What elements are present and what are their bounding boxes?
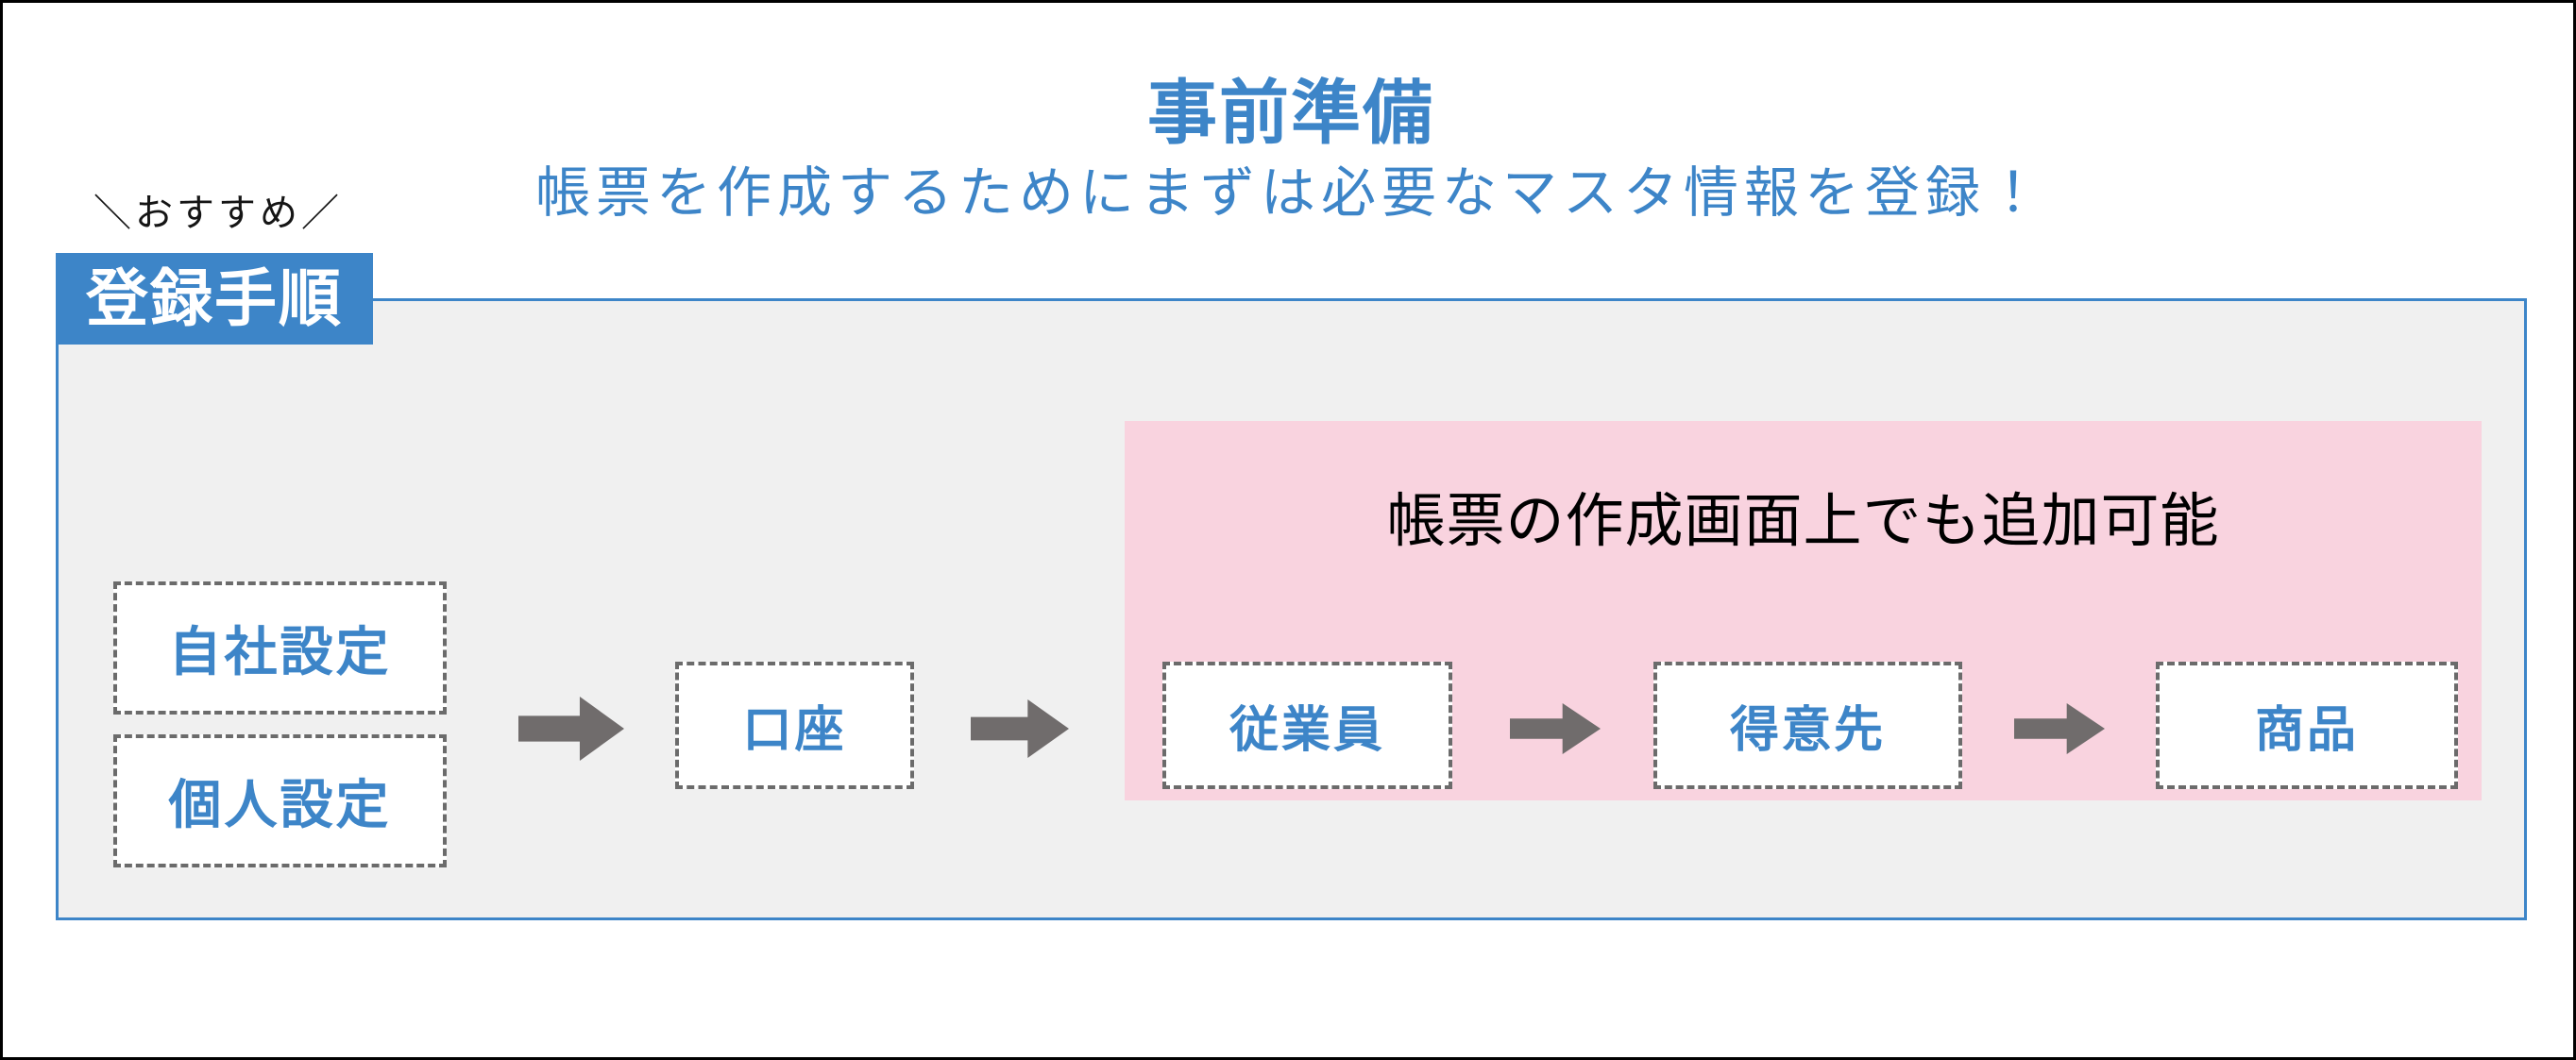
flow-node-personal-settings[interactable]: 個人設定 <box>113 734 447 867</box>
arrow-right-icon-3 <box>1510 703 1601 754</box>
arrow-right-icon-4 <box>2014 703 2105 754</box>
flow-node-product[interactable]: 商品 <box>2156 662 2458 789</box>
page-subtitle: 帳票を作成するためにまずは必要なマスタ情報を登録！ <box>534 161 2046 224</box>
flow-node-bank-account[interactable]: 口座 <box>675 662 914 789</box>
flow-node-jisha-settings[interactable]: 自社設定 <box>113 581 447 715</box>
arrow-right-icon-2 <box>971 699 1069 758</box>
step-badge: 登録手順 <box>56 253 373 345</box>
flow-node-customer[interactable]: 得意先 <box>1653 662 1962 789</box>
highlight-region-label: 帳票の作成画面上でも追加可能 <box>1386 489 2220 554</box>
heading-block: 事前準備 帳票を作成するためにまずは必要なマスタ情報を登録！ <box>3 74 2573 224</box>
flow-node-employee[interactable]: 従業員 <box>1162 662 1452 789</box>
page-title: 事前準備 <box>1147 74 1434 152</box>
recommend-ribbon-label: ＼おすすめ／ <box>93 193 343 234</box>
arrow-right-icon-1 <box>518 697 624 761</box>
